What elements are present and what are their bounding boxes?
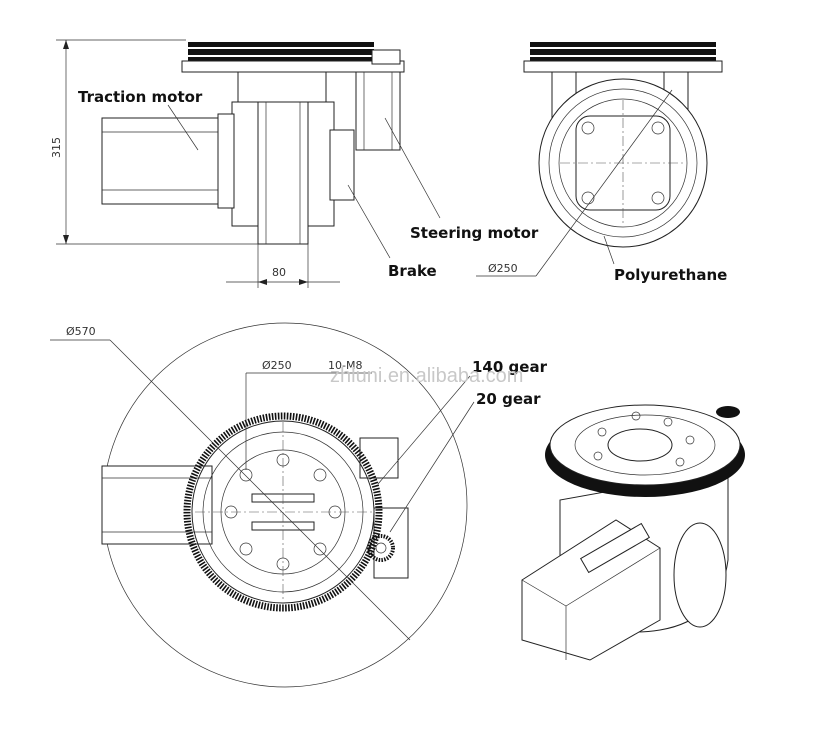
label-steering-motor: Steering motor bbox=[410, 224, 539, 242]
label-140-gear: 140 gear bbox=[472, 358, 548, 376]
dim-height: 315 bbox=[50, 137, 63, 158]
gear-20 bbox=[367, 534, 395, 562]
dim-wheel-width: 80 bbox=[272, 266, 286, 279]
side-wheel bbox=[257, 101, 309, 245]
top-view: Ø570 Ø250 10-M8 140 gear 20 gear bbox=[50, 322, 548, 688]
dim-dia-250-top: Ø250 bbox=[262, 359, 292, 372]
label-polyurethane: Polyurethane bbox=[614, 266, 727, 284]
front-view: Ø250 Polyurethane bbox=[476, 42, 727, 284]
iso-traction-motor bbox=[521, 519, 661, 661]
front-slewing-ring bbox=[530, 42, 716, 62]
side-top-plate bbox=[181, 60, 405, 73]
dim-bolt-spec: 10-M8 bbox=[328, 359, 362, 372]
gear-140 bbox=[183, 412, 383, 612]
dim-dia-250-side: Ø250 bbox=[488, 262, 518, 275]
watermark: zhluni.en.alibaba.com bbox=[330, 365, 523, 387]
label-20-gear: 20 gear bbox=[476, 390, 541, 408]
side-view: 315 80 Traction motor Steering motor Bra… bbox=[50, 39, 539, 288]
label-traction-motor: Traction motor bbox=[78, 88, 203, 106]
side-traction-motor bbox=[101, 117, 233, 205]
side-steering-motor bbox=[355, 71, 401, 151]
label-brake: Brake bbox=[388, 262, 437, 280]
dim-dia-570: Ø570 bbox=[66, 325, 96, 338]
isometric-view bbox=[521, 404, 745, 661]
side-slewing-ring bbox=[188, 42, 374, 62]
